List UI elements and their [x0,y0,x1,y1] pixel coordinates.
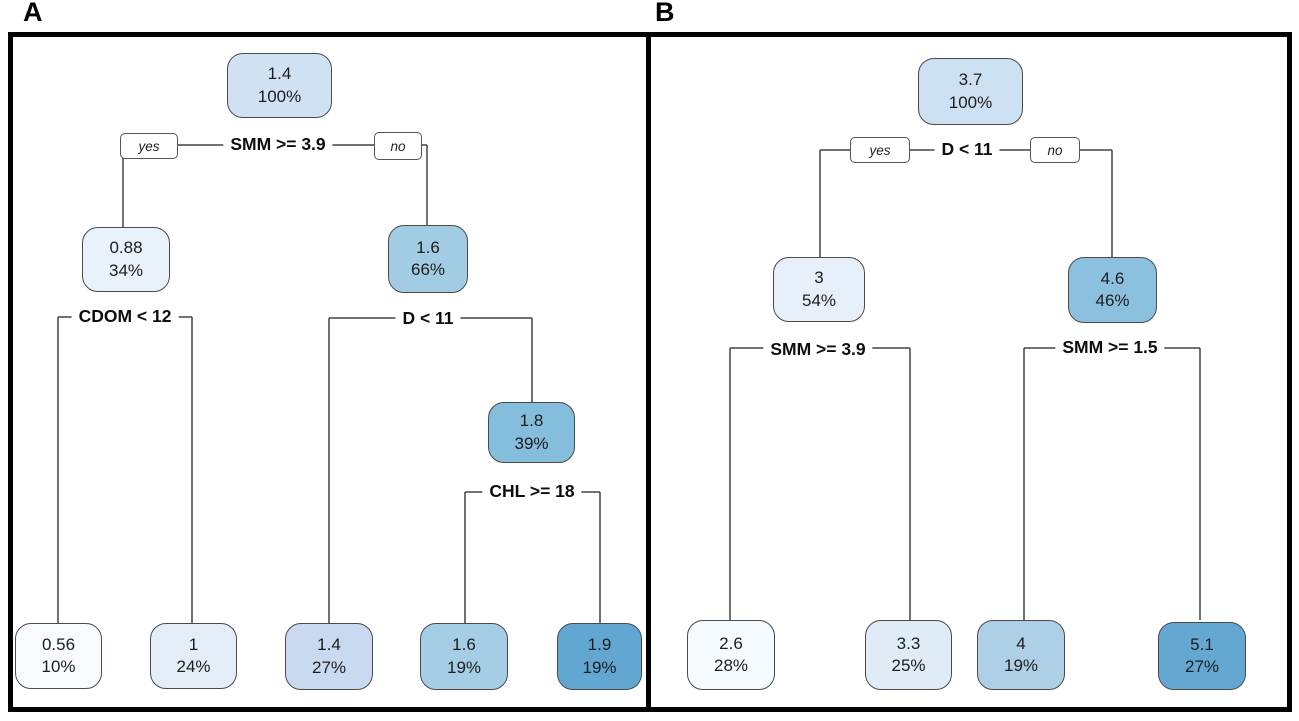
no-label-a: no [374,132,422,160]
panel-b-title: B [655,0,675,27]
tree-node-a-root: 1.4 100% [227,53,332,118]
node-value: 1.8 [519,411,544,431]
node-value: 1.6 [452,635,476,655]
node-percent: 24% [176,657,211,676]
tree-leaf-b-1: 2.6 28% [687,620,775,690]
node-percent: 54% [801,290,837,310]
node-value: 1.9 [587,635,612,655]
edge-a-chl-split [464,491,601,623]
yes-label-b: yes [850,137,910,163]
tree-leaf-b-2: 3.3 25% [865,620,952,690]
split-label-a-cdom: CDOM < 12 [71,306,179,327]
node-value: 0.56 [41,634,76,654]
edge-a-cdom-split [57,316,193,623]
tree-leaf-a-1: 0.56 10% [15,623,102,689]
node-value: 4 [1016,633,1026,653]
node-percent: 28% [713,656,749,675]
node-percent: 46% [1095,291,1130,310]
node-value: 1.4 [317,635,341,655]
tree-node-b-right: 4.6 46% [1068,257,1157,323]
tree-node-a-chl-parent: 1.8 39% [488,402,575,463]
edge-a-d-split [328,317,533,623]
node-value: 3.7 [958,70,983,90]
node-value: 2.6 [719,633,743,653]
split-label-a-chl: CHL >= 18 [482,481,582,502]
node-value: 5.1 [1190,634,1214,654]
node-value: 1.4 [267,64,292,84]
node-percent: 19% [1003,656,1039,675]
node-value: 1 [188,634,199,654]
node-percent: 27% [1184,657,1220,676]
split-label-b-smm39: SMM >= 3.9 [763,339,873,360]
tree-leaf-b-3: 4 19% [977,620,1065,690]
edge-b-root-split [819,149,1113,257]
split-label-a-smm: SMM >= 3.9 [223,134,333,155]
node-percent: 66% [410,260,446,279]
split-label-b-d: D < 11 [934,139,1000,160]
node-percent: 39% [514,433,549,453]
split-label-a-d: D < 11 [395,308,461,329]
tree-leaf-a-3: 1.4 27% [285,623,373,690]
tree-node-a-left: 0.88 34% [82,227,170,292]
tree-node-b-root: 3.7 100% [918,58,1023,125]
node-percent: 100% [257,86,302,106]
panel-a-title: A [23,0,43,27]
split-label-b-smm15: SMM >= 1.5 [1055,337,1165,358]
node-percent: 10% [41,657,76,676]
no-label-b: no [1030,137,1080,163]
node-value: 1.6 [416,237,440,257]
tree-node-a-right: 1.6 66% [388,225,468,293]
tree-node-b-left: 3 54% [773,257,865,322]
node-percent: 34% [108,260,144,280]
panel-divider [646,32,651,712]
node-percent: 19% [446,657,482,677]
yes-label-a: yes [120,133,178,159]
node-percent: 100% [948,92,993,112]
node-percent: 25% [891,656,926,675]
node-value: 3 [814,268,824,288]
edge-b-smm15-split [1023,347,1201,620]
node-value: 3.3 [896,633,921,653]
node-value: 4.6 [1100,268,1125,288]
tree-leaf-a-4: 1.6 19% [420,623,508,690]
tree-leaf-a-5: 1.9 19% [557,623,642,690]
edge-b-smm39-split [729,347,911,620]
tree-leaf-b-4: 5.1 27% [1158,622,1246,690]
node-value: 0.88 [109,238,143,258]
node-percent: 27% [311,657,347,677]
node-percent: 19% [582,657,617,677]
tree-leaf-a-2: 1 24% [150,623,237,689]
